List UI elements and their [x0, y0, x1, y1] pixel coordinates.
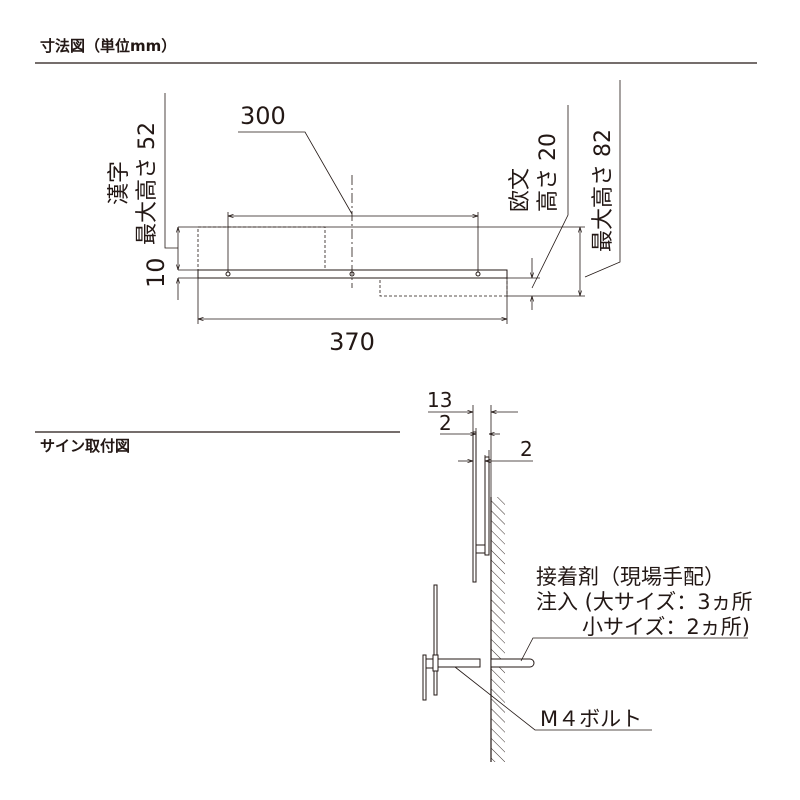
dim-2-left-label: 2: [439, 411, 452, 435]
max-height-label: 最大高さ 82: [591, 129, 616, 252]
mounting-diagram: 13 2 2 接着剤（現場手配） 注入 (大サイズ：3ヵ所 小サイズ：2ヵ所) …: [422, 388, 753, 762]
bolt-in-wall: [490, 658, 535, 668]
latin-letter-area: [379, 277, 508, 297]
bolt-leader: [454, 666, 652, 731]
back-plate: [484, 456, 490, 556]
latin-label-line2: 高さ 20: [536, 133, 561, 212]
mounting-hole: [475, 271, 481, 277]
dim-300-label: 300: [240, 102, 286, 130]
mounting-section-title: サイン取付図: [40, 437, 130, 455]
latin-label-line1: 欧文: [508, 168, 533, 212]
wall-hatch: [491, 497, 505, 762]
kanji-label-line2: 最大高さ 52: [135, 122, 160, 245]
dim-2-right-label: 2: [520, 437, 533, 461]
nut: [432, 654, 439, 672]
spacer: [475, 544, 486, 554]
dim-10-label: 10: [142, 257, 170, 288]
bolt-label: M４ボルト: [540, 707, 642, 731]
dim-13-label: 13: [427, 388, 452, 412]
kanji-leader: [164, 93, 178, 249]
kanji-letter-area: [197, 226, 326, 271]
adhesive-label-line1: 接着剤（現場手配）: [536, 565, 725, 589]
latin-leader: [531, 105, 569, 289]
adhesive-label-line3: 小サイズ：2ヵ所): [582, 615, 750, 639]
mounting-hole: [225, 271, 231, 277]
kanji-label-line1: 漢字: [107, 161, 132, 205]
bolt-head-plate: [422, 654, 427, 701]
sign-plate: [472, 431, 477, 583]
sign-plate-lower: [433, 584, 438, 696]
max-height-leader: [584, 80, 621, 278]
dim-370-label: 370: [329, 328, 375, 356]
dimension-section-title: 寸法図（単位mm）: [40, 37, 176, 55]
leader-300: [238, 131, 353, 215]
adhesive-leader: [520, 637, 748, 662]
m4-bolt: [437, 658, 481, 668]
adhesive-label-line2: 注入 (大サイズ：3ヵ所: [536, 590, 753, 614]
sign-top-view: 300 370 10 漢字 最大高さ 52 欧文 高さ 20 最大高さ 82: [107, 80, 621, 356]
